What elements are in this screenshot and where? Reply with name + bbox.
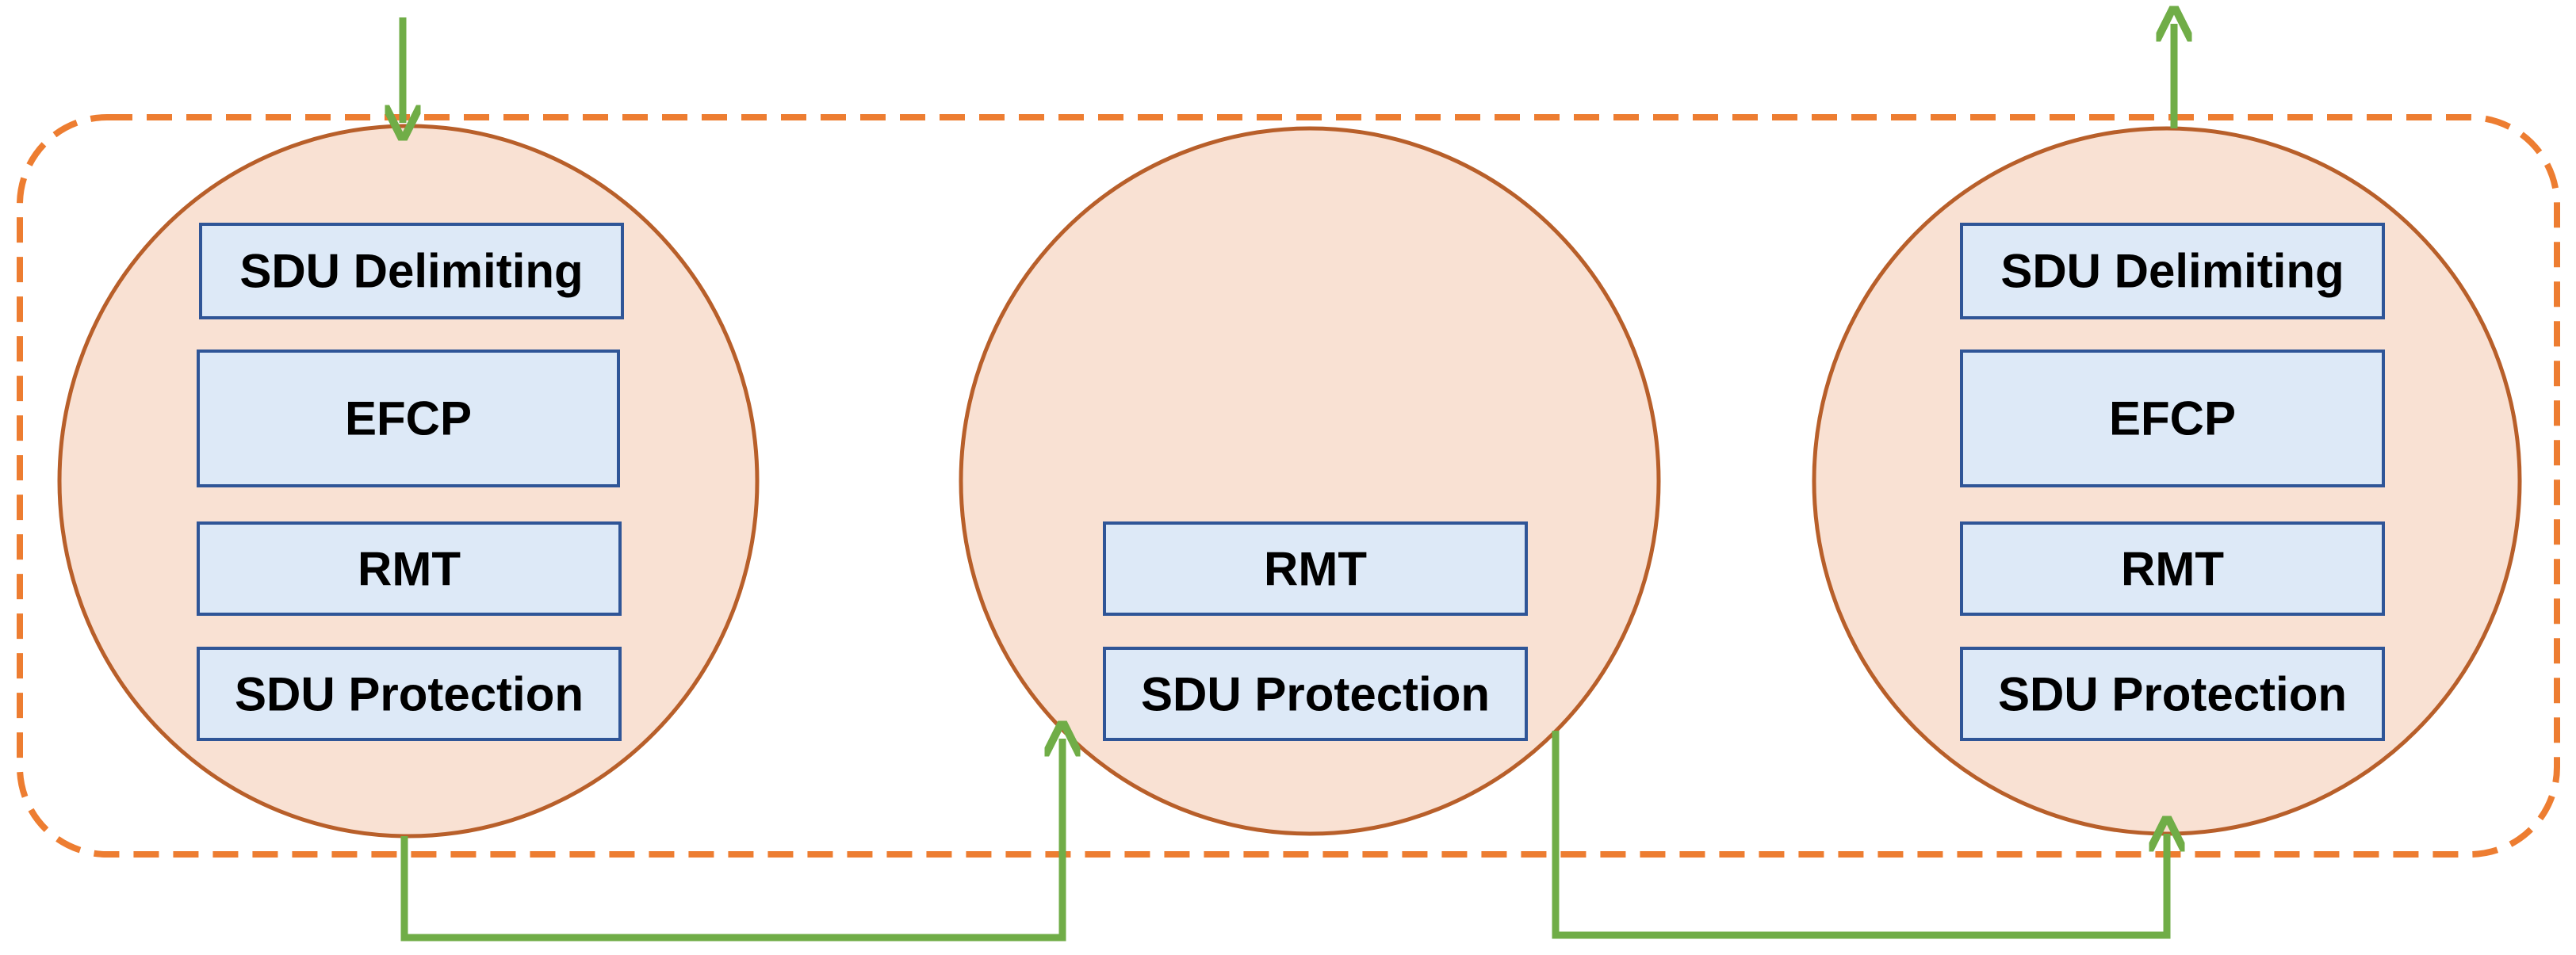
flow-path-middle-to-right [1552,731,2167,939]
box-sdu-protection: SDU Protection [1960,647,2385,741]
ipcp-node-left: SDU Delimiting EFCP RMT SDU Protection [57,124,760,838]
box-sdu-delimiting: SDU Delimiting [1960,223,2385,319]
box-sdu-protection: SDU Protection [1103,647,1528,741]
ipcp-node-middle: RMT SDU Protection [959,126,1661,836]
flow-path-left-to-middle [400,739,1062,942]
box-rmt: RMT [1960,521,2385,616]
box-rmt: RMT [1103,521,1528,616]
box-label: SDU Delimiting [239,245,583,298]
box-label: RMT [1264,543,1367,596]
box-rmt: RMT [197,521,622,616]
box-label: RMT [358,543,461,596]
box-efcp: EFCP [197,350,620,487]
box-label: EFCP [345,392,472,445]
box-label: RMT [2121,543,2224,596]
box-sdu-protection: SDU Protection [197,647,622,741]
box-label: SDU Protection [1141,668,1490,721]
box-label: SDU Protection [235,668,584,721]
box-label: SDU Protection [1998,668,2347,721]
ipcp-node-right: SDU Delimiting EFCP RMT SDU Protection [1812,126,2522,836]
box-label: EFCP [2109,392,2236,445]
box-label: SDU Delimiting [2000,245,2344,298]
box-efcp: EFCP [1960,350,2385,487]
dif-boundary [17,114,2560,858]
box-sdu-delimiting: SDU Delimiting [199,223,624,319]
